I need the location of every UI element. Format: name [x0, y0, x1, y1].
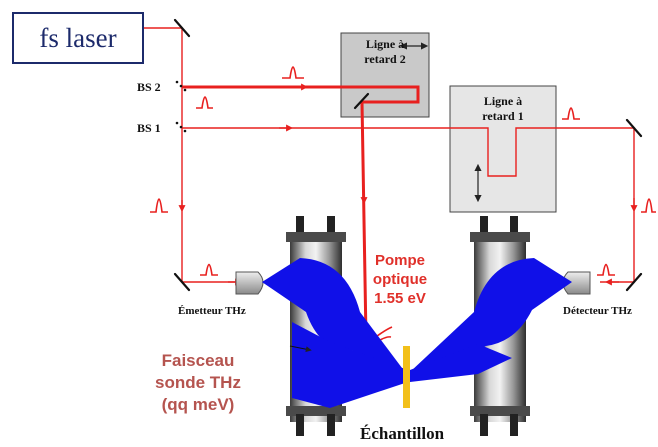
sample-label: Échantillon [360, 424, 445, 443]
pump-line2: optique [372, 271, 428, 288]
probe-line1: Faisceau [161, 351, 235, 370]
beamsplitter-bs1-icon [175, 121, 187, 133]
pulse-icon [200, 263, 218, 276]
pump-label: Pompe optique 1.55 eV [365, 251, 435, 308]
beamsplitter-bs2-icon [175, 80, 187, 92]
mirror-icon [625, 272, 643, 292]
pump-line3: 1.55 eV [374, 290, 426, 307]
mirror-icon [353, 92, 370, 110]
detector-label: Détecteur THz [563, 305, 632, 317]
fs-laser-box: fs laser [12, 12, 144, 64]
probe-line2: sonde THz [155, 373, 241, 392]
pulse-icon [597, 263, 615, 276]
pulse-icon [641, 198, 656, 213]
probe-label: Faisceau sonde THz (qq meV) [142, 350, 254, 416]
bs1-label: BS 1 [137, 121, 161, 135]
mirror-icon [625, 118, 643, 138]
emitter-label: Émetteur THz [178, 305, 246, 317]
probe-line3: (qq meV) [161, 395, 235, 414]
pulse-icon [282, 66, 304, 79]
delay-line-1-line1: Ligne à [483, 94, 523, 108]
delay-line-1-box [449, 85, 557, 213]
pulse-icon [562, 107, 580, 120]
mirror-icon [173, 18, 191, 38]
fs-laser-label: fs laser [39, 22, 117, 53]
delay-line-1-line2: retard 1 [482, 109, 524, 123]
pulse-icon [150, 198, 168, 213]
sample-plate [403, 346, 410, 408]
probe-pointer-arrow [289, 345, 312, 353]
pulse-icon [196, 96, 213, 109]
delay-line-2-label: Ligne à retard 2 [350, 37, 420, 67]
mirror-icon [173, 272, 191, 292]
bs2-label: BS 2 [137, 80, 161, 94]
delay-line-2-line1: Ligne à [365, 37, 405, 51]
thz-beam [262, 258, 572, 408]
delay-line-2-line2: retard 2 [364, 52, 406, 66]
pump-line1: Pompe [374, 252, 425, 269]
delay-line-1-label: Ligne à retard 1 [465, 94, 541, 124]
antenna-icon [235, 271, 264, 295]
